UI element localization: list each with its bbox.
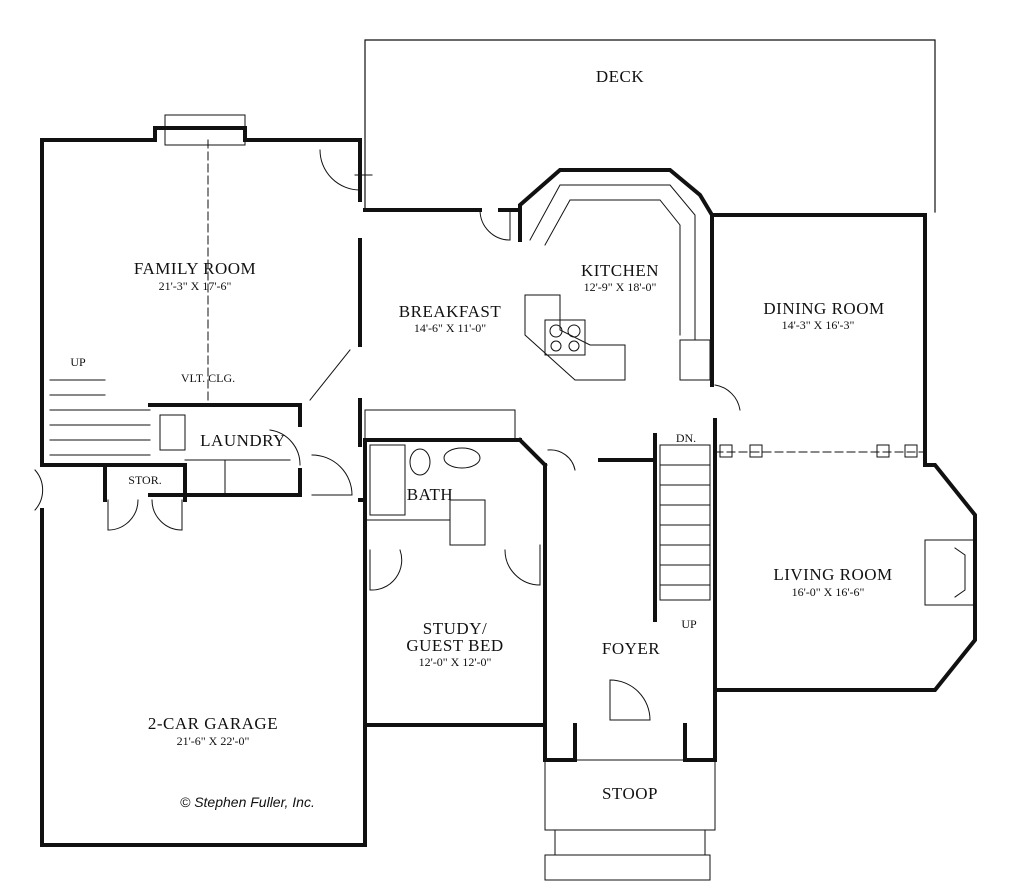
guest-bed-label: GUEST BED <box>406 636 504 655</box>
foyer-label: FOYER <box>601 639 661 658</box>
stoop-label: STOOP <box>601 784 659 803</box>
foyer-stairs <box>659 444 711 601</box>
kitchen-size: 12'-9" X 18'-0" <box>583 280 657 294</box>
foyer-stair-down-label: DN. <box>675 431 697 445</box>
interior-details <box>34 114 976 881</box>
dining-room-label: DINING ROOM <box>763 299 885 318</box>
family-room-size: 21'-3" X 17'-6" <box>158 279 232 293</box>
study-size: 12'-0" X 12'-0" <box>418 655 492 669</box>
family-room-label: FAMILY ROOM <box>133 259 257 278</box>
deck-outline <box>364 39 936 213</box>
living-room-label: LIVING ROOM <box>773 565 893 584</box>
dining-room-size: 14'-3" X 16'-3" <box>781 318 855 332</box>
vaulted-ceiling-note: VLT. CLG. <box>180 371 236 385</box>
deck-label: DECK <box>595 67 645 86</box>
study-label: STUDY/ <box>422 619 488 638</box>
copyright-notice: © Stephen Fuller, Inc. <box>180 794 315 810</box>
garage-label: 2-CAR GARAGE <box>147 714 279 733</box>
foyer-stair-up-label: UP <box>681 617 697 631</box>
garage-size: 21'-6" X 22'-0" <box>176 734 250 748</box>
breakfast-size: 14'-6" X 11'-0" <box>413 321 487 335</box>
family-stair-up-label: UP <box>70 355 86 369</box>
family-stairs <box>49 379 151 456</box>
laundry-label: LAUNDRY <box>200 431 286 450</box>
kitchen-label: KITCHEN <box>580 261 660 280</box>
breakfast-label: BREAKFAST <box>398 302 502 321</box>
exterior-walls <box>40 126 977 847</box>
storage-label: STOR. <box>128 473 162 487</box>
living-room-size: 16'-0" X 16'-6" <box>791 585 865 599</box>
bath-label: BATH <box>406 485 454 504</box>
